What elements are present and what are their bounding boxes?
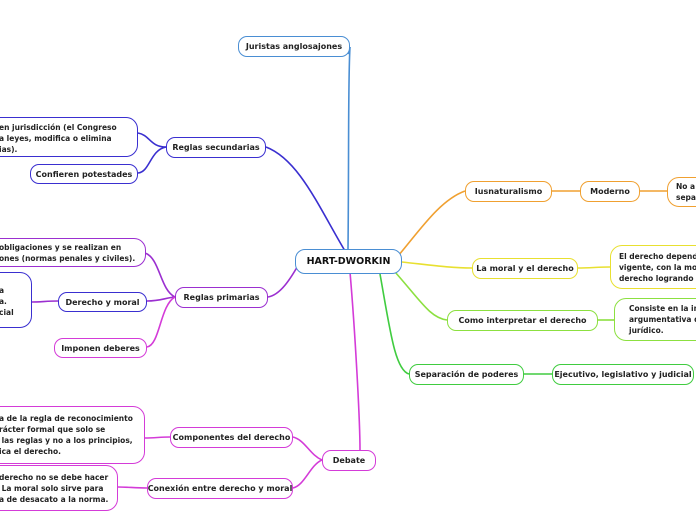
- link-componentes-text: [144, 436, 171, 439]
- node-moderno[interactable]: Moderno: [580, 181, 640, 202]
- link-juristas: [347, 46, 351, 251]
- node-confieren-potestades[interactable]: Confieren potestades: [30, 164, 138, 184]
- node-conexion-derecho-moral[interactable]: Conexión entre derecho y moral: [147, 478, 293, 499]
- note-obligaciones[interactable]: obligaciones y se realizan en ones (norm…: [0, 238, 146, 267]
- node-juristas-anglosajones[interactable]: Juristas anglosajones: [238, 36, 350, 57]
- link-imponen: [146, 296, 176, 348]
- link-reglas-secundarias: [265, 146, 349, 257]
- link-confieren: [137, 146, 167, 174]
- node-derecho-y-moral[interactable]: Derecho y moral: [58, 292, 147, 312]
- node-debate[interactable]: Debate: [322, 450, 376, 471]
- node-reglas-secundarias[interactable]: Reglas secundarias: [166, 137, 266, 158]
- link-derecho-moral: [146, 296, 176, 302]
- node-componentes-del-derecho[interactable]: Componentes del derecho: [170, 427, 293, 448]
- link-debate: [349, 271, 361, 451]
- link-derecho-moral-text: [31, 300, 59, 303]
- link-moral-derecho: [401, 261, 473, 269]
- note-moral-derecho[interactable]: El derecho depend vigente, con la mo der…: [610, 245, 696, 289]
- link-iusnaturalismo: [397, 190, 466, 257]
- node-reglas-primarias[interactable]: Reglas primarias: [175, 287, 268, 308]
- node-imponen-deberes[interactable]: Imponen deberes: [54, 338, 147, 358]
- link-obligaciones: [144, 252, 176, 298]
- link-conexion-text: [117, 486, 148, 489]
- note-jurisdiccion[interactable]: en jurisdicción (el Congreso a leyes, mo…: [0, 117, 138, 157]
- node-como-interpretar[interactable]: Como interpretar el derecho: [447, 310, 598, 331]
- note-derecho-moral[interactable]: a a. cial: [0, 272, 32, 328]
- node-moral-y-derecho[interactable]: La moral y el derecho: [472, 258, 578, 279]
- note-moderno[interactable]: No a sepa: [667, 177, 696, 207]
- note-interpretar[interactable]: Consiste en la in argumentativa d jurídi…: [614, 298, 696, 341]
- link-interpretar: [394, 271, 448, 321]
- note-componentes[interactable]: a de la regla de reconocimiento rácter f…: [0, 406, 145, 464]
- link-separacion: [379, 273, 410, 375]
- link-jurisdiccion: [137, 132, 167, 148]
- link-moral-derecho-text: [577, 266, 611, 269]
- node-iusnaturalismo[interactable]: Iusnaturalismo: [465, 181, 552, 202]
- node-separacion-de-poderes[interactable]: Separación de poderes: [409, 364, 524, 385]
- link-componentes: [292, 436, 323, 461]
- note-conexion[interactable]: derecho no se debe hacer La moral solo s…: [0, 465, 118, 511]
- link-conexion: [292, 459, 323, 489]
- node-ejecutivo-legislativo-judicial[interactable]: Ejecutivo, legislativo y judicial: [552, 364, 694, 385]
- root-node[interactable]: HART-DWORKIN: [295, 249, 402, 274]
